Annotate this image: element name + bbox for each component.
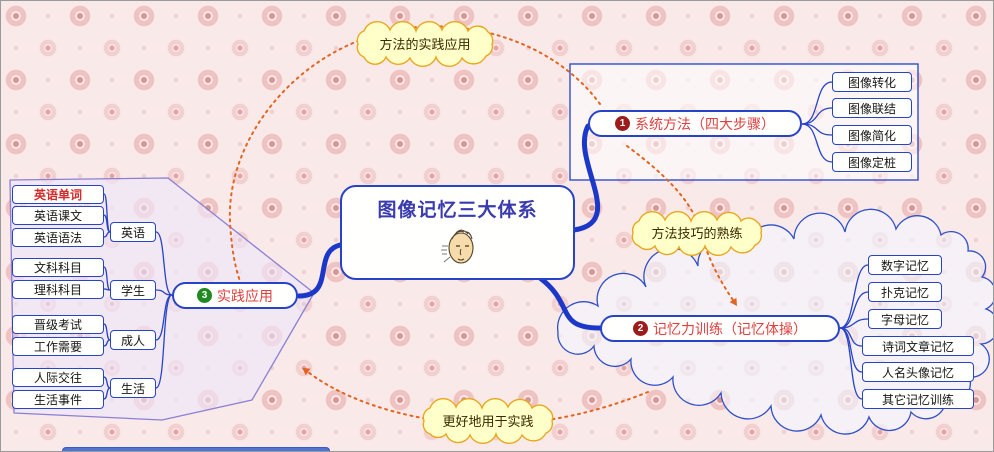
node-promotion-exams[interactable]: 晋级考试 [12, 315, 104, 334]
connector-student-2 [103, 288, 111, 291]
branch3-number-badge: 3 [197, 288, 212, 303]
main-branch-curves [296, 123, 603, 331]
node-group-life[interactable]: 生活 [110, 378, 156, 398]
branch2-number-badge: 2 [633, 321, 648, 336]
node-english-words[interactable]: 英语单词 [12, 185, 104, 204]
node-poetry-article-memory[interactable]: 诗词文章记忆 [862, 336, 974, 356]
child-connectors [103, 81, 869, 400]
callout-top[interactable]: 方法的实践应用 [379, 36, 471, 52]
main-curve-to-branch2 [537, 275, 603, 331]
branch2-label: 记忆力训练（记忆体操） [653, 320, 807, 337]
node-science-subjects[interactable]: 理科科目 [12, 280, 104, 299]
callout-bottom[interactable]: 更好地用于实践 [442, 413, 534, 429]
callout-bottom-shape[interactable] [422, 398, 554, 444]
connector-b2-c6 [839, 327, 863, 400]
node-group-student[interactable]: 学生 [110, 280, 156, 300]
central-topic-title: 图像记忆三大体系 [377, 200, 538, 221]
callout-right[interactable]: 方法技巧的熟练 [651, 226, 743, 241]
connector-b3-english [155, 231, 173, 296]
connector-adult-2 [103, 339, 111, 347]
branch-system-method[interactable]: 1 系统方法（四大步骤） [588, 110, 802, 137]
arrowhead-to-branch2 [729, 297, 737, 306]
branch-memory-training[interactable]: 2 记忆力训练（记忆体操） [600, 315, 840, 342]
connector-b3-student [155, 289, 173, 296]
node-liberal-arts-subjects[interactable]: 文科科目 [12, 258, 104, 277]
connector-b1-c2 [801, 107, 833, 125]
connector-b2-c3 [839, 318, 869, 329]
branch1-number-badge: 1 [615, 116, 630, 131]
bottom-window-edge-artifact [62, 447, 330, 452]
connector-b1-c4 [801, 123, 833, 163]
connector-b2-c2 [839, 291, 869, 329]
central-topic[interactable]: 图像记忆三大体系 [340, 185, 575, 280]
connector-b1-c1 [801, 81, 833, 125]
node-english-grammar[interactable]: 英语语法 [12, 228, 104, 247]
callout-shapes [356, 21, 763, 444]
connector-life-2 [103, 387, 111, 400]
node-number-memory[interactable]: 数字记忆 [868, 255, 942, 275]
node-name-face-memory[interactable]: 人名头像记忆 [862, 362, 974, 382]
node-other-memory-training[interactable]: 其它记忆训练 [862, 389, 974, 409]
arrowhead-bottom-to-branch3 [302, 367, 311, 376]
face-icon [440, 229, 474, 264]
branch1-label: 系统方法（四大步骤） [635, 115, 775, 132]
node-image-pegging[interactable]: 图像定桩 [832, 152, 912, 172]
node-life-events[interactable]: 生活事件 [12, 390, 104, 409]
branch-practical-application[interactable]: 3 实践应用 [172, 282, 298, 309]
main-curve-to-branch1 [571, 123, 601, 233]
node-interpersonal[interactable]: 人际交往 [12, 368, 104, 387]
callout-right-shape[interactable] [631, 211, 763, 256]
node-work-needs[interactable]: 工作需要 [12, 337, 104, 356]
connector-b3-life [155, 294, 173, 389]
node-letter-memory[interactable]: 字母记忆 [868, 309, 942, 329]
main-curve-to-branch3 [296, 242, 343, 299]
node-group-english[interactable]: 英语 [110, 222, 156, 242]
branch3-label: 实践应用 [217, 287, 273, 304]
node-image-linking[interactable]: 图像联结 [832, 98, 912, 118]
node-english-texts[interactable]: 英语课文 [12, 206, 104, 225]
connector-english-3 [103, 231, 111, 238]
node-image-simplification[interactable]: 图像简化 [832, 125, 912, 145]
node-image-conversion[interactable]: 图像转化 [832, 72, 912, 92]
node-poker-memory[interactable]: 扑克记忆 [868, 282, 942, 302]
callout-top-shape[interactable] [356, 21, 494, 67]
node-group-adult[interactable]: 成人 [110, 330, 156, 350]
